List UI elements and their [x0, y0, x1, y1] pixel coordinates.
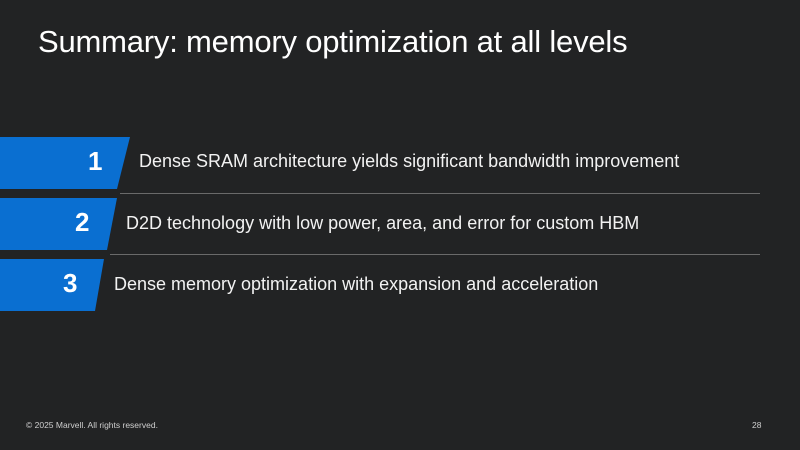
item-2-number-tab: 2	[0, 198, 117, 250]
item-1-number: 1	[88, 146, 103, 176]
item-1-number-tab: 1	[0, 137, 130, 189]
item-3-number-tab: 3	[0, 259, 104, 311]
item-3-number: 3	[63, 268, 78, 298]
item-2-text: D2D technology with low power, area, and…	[126, 213, 640, 233]
copyright-footer: © 2025 Marvell. All rights reserved.	[26, 420, 158, 430]
separator-2	[110, 254, 760, 255]
slide-title: Summary: memory optimization at all leve…	[38, 24, 628, 59]
item-3-text: Dense memory optimization with expansion…	[114, 274, 599, 294]
item-1-text: Dense SRAM architecture yields significa…	[139, 151, 680, 171]
separator-1	[120, 193, 760, 194]
page-number: 28	[752, 420, 762, 430]
item-2-number: 2	[75, 207, 90, 237]
